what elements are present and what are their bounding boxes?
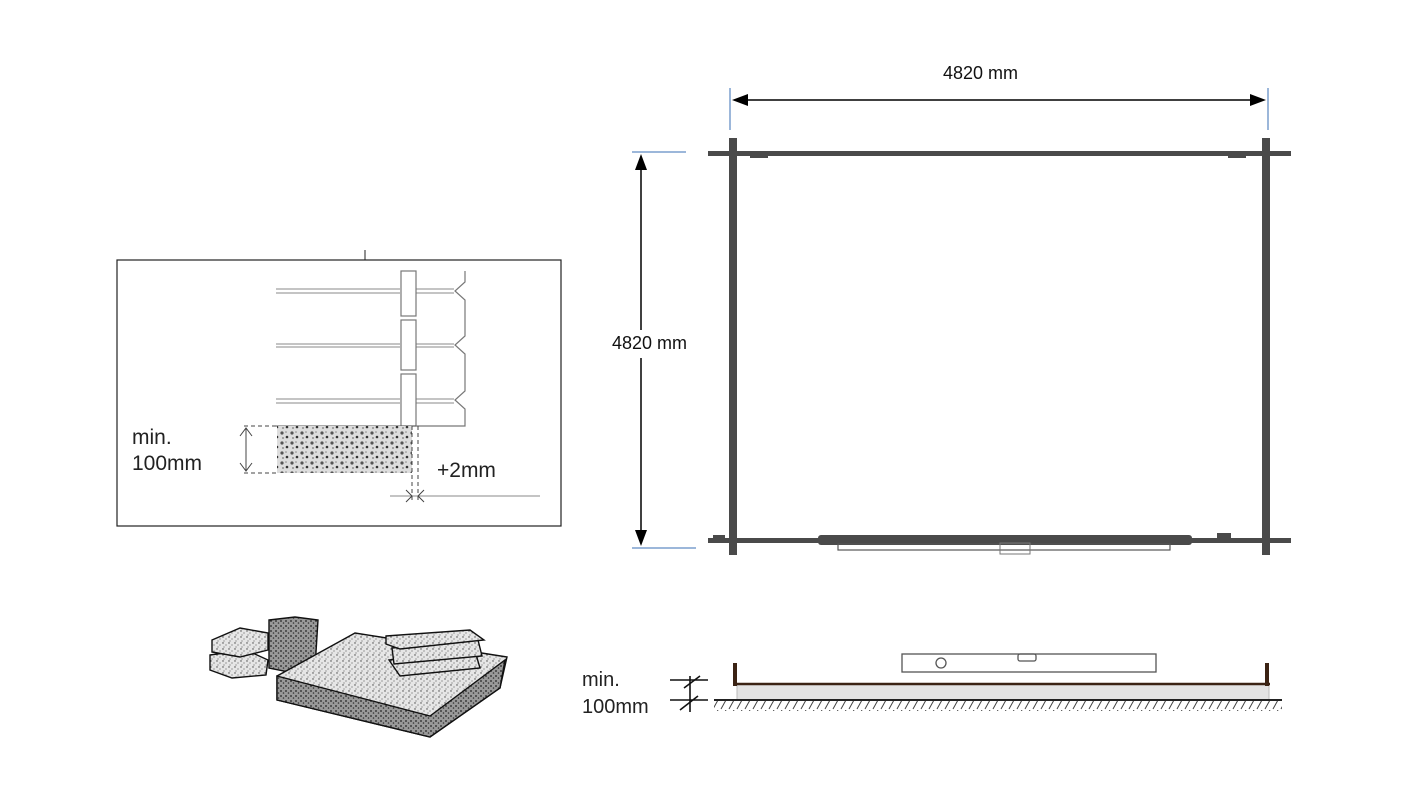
wall-foundation-detail: [116, 250, 562, 527]
detail-offset-label: +2mm: [437, 459, 496, 482]
level-min-label: min. 100mm: [582, 667, 649, 721]
plan-depth-label: 4820 mm: [610, 333, 690, 354]
detail-min-label: min. 100mm: [132, 425, 202, 477]
plan-width-label: 4820 mm: [943, 63, 1019, 83]
floor-plan: [632, 88, 1291, 555]
foundation-materials-illustration: [209, 616, 508, 738]
level-elevation: [670, 653, 1282, 712]
level-min-line1: min.: [582, 669, 620, 691]
level-min-line2: 100mm: [582, 696, 649, 718]
detail-min-line2: 100mm: [132, 452, 203, 475]
detail-min-line1: min.: [132, 426, 172, 449]
